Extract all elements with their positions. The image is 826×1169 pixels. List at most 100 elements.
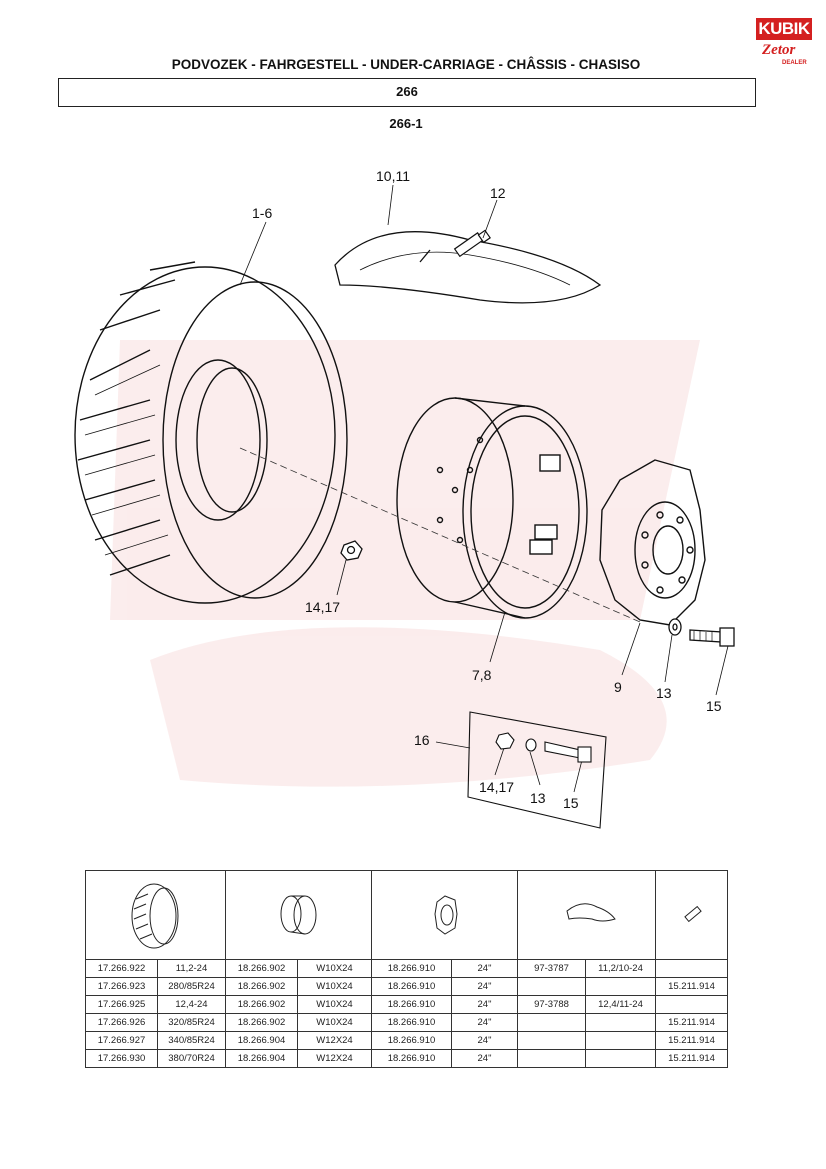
tube-part <box>334 231 602 304</box>
table-cell <box>655 959 728 978</box>
table-cell: 18.266.910 <box>371 959 452 978</box>
table-cell: W10X24 <box>297 977 372 996</box>
table-cell: 17.266.923 <box>85 977 158 996</box>
valve-thumbnail <box>655 870 728 960</box>
callout-disc: 9 <box>614 679 622 695</box>
table-cell: 17.266.925 <box>85 995 158 1014</box>
table-cell <box>517 1031 586 1050</box>
table-cell: W10X24 <box>297 1013 372 1032</box>
table-cell: 380/70R24 <box>157 1049 226 1068</box>
table-cell <box>585 1049 656 1068</box>
valve-icon <box>683 905 702 922</box>
table-cell: 18.266.904 <box>225 1049 298 1068</box>
callout-valve: 12 <box>490 185 506 201</box>
table-cell: 18.266.904 <box>225 1031 298 1050</box>
callout-kit-bolt: 15 <box>563 795 579 811</box>
tube-thumbnail <box>517 870 656 960</box>
table-cell: 18.266.902 <box>225 959 298 978</box>
washer-part <box>668 618 682 636</box>
table-cell: 24" <box>451 959 518 978</box>
thumbnail-row <box>85 870 728 960</box>
table-cell: 18.266.902 <box>225 995 298 1014</box>
table-cell: 18.266.902 <box>225 1013 298 1032</box>
kubik-zetor-logo: KUBIK Zetor DEALER <box>756 14 812 70</box>
table-cell: W10X24 <box>297 959 372 978</box>
table-cell <box>517 1049 586 1068</box>
nut-part <box>340 540 363 561</box>
table-cell <box>585 1031 656 1050</box>
table-cell: 18.266.910 <box>371 995 452 1014</box>
table-cell: 24" <box>451 977 518 996</box>
logo-brand: KUBIK <box>756 18 812 40</box>
tyre-icon <box>131 883 178 948</box>
leader-lines <box>239 184 729 793</box>
disc-icon <box>433 894 458 935</box>
tyre-part <box>74 261 348 604</box>
disc-thumbnail <box>371 870 518 960</box>
rim-thumbnail <box>225 870 372 960</box>
group-box <box>58 78 756 107</box>
table-cell: W12X24 <box>297 1049 372 1068</box>
table-cell: 17.266.922 <box>85 959 158 978</box>
valve-part <box>453 229 491 258</box>
table-cell: 15.211.914 <box>655 1013 728 1032</box>
group-number: 266 <box>396 84 418 99</box>
callout-kit-washer: 13 <box>530 790 546 806</box>
table-cell: 17.266.927 <box>85 1031 158 1050</box>
logo-tag: DEALER <box>782 60 807 66</box>
exploded-wheel-diagram: 1-6 10,11 12 14,17 7,8 9 13 15 16 14,17 … <box>74 168 735 829</box>
table-cell: 11,2-24 <box>157 959 226 978</box>
callout-kit-nut: 14,17 <box>479 779 514 795</box>
table-cell: 97-3788 <box>517 995 586 1014</box>
table-cell: 18.266.902 <box>225 977 298 996</box>
table-cell: 97-3787 <box>517 959 586 978</box>
table-cell: 18.266.910 <box>371 1013 452 1032</box>
disc-part <box>599 459 706 626</box>
rim-icon <box>280 895 316 934</box>
kit-box <box>467 711 607 829</box>
table-cell: W12X24 <box>297 1031 372 1050</box>
table-cell: 18.266.910 <box>371 1031 452 1050</box>
page-title: PODVOZEK - FAHRGESTELL - UNDER-CARRIAGE … <box>171 57 641 72</box>
callout-kit: 16 <box>414 732 430 748</box>
watermark-graphic <box>110 340 700 787</box>
table-cell <box>585 977 656 996</box>
tube-icon <box>565 902 616 921</box>
table-cell: 15.211.914 <box>655 1049 728 1068</box>
tyre-thumbnail <box>85 870 226 960</box>
callout-tube: 10,11 <box>376 168 410 184</box>
table-cell: 15.211.914 <box>655 977 728 996</box>
table-cell: 12,4-24 <box>157 995 226 1014</box>
table-cell: 24" <box>451 1031 518 1050</box>
table-cell: 17.266.926 <box>85 1013 158 1032</box>
table-cell: 24" <box>451 1013 518 1032</box>
bolt-part <box>689 627 735 647</box>
table-cell: 340/85R24 <box>157 1031 226 1050</box>
table-cell <box>655 995 728 1014</box>
table-cell <box>517 1013 586 1032</box>
table-cell: 17.266.930 <box>85 1049 158 1068</box>
table-cell <box>585 1013 656 1032</box>
logo-make: Zetor <box>762 42 796 58</box>
figure-number: 266-1 <box>389 116 423 131</box>
table-cell: 24" <box>451 1049 518 1068</box>
table-cell: 18.266.910 <box>371 977 452 996</box>
callout-rim: 7,8 <box>472 667 492 683</box>
callout-nut: 14,17 <box>305 599 340 615</box>
rim-part <box>396 397 588 619</box>
callout-bolt: 15 <box>706 698 722 714</box>
table-cell: 280/85R24 <box>157 977 226 996</box>
callout-tyre: 1-6 <box>252 205 272 221</box>
table-cell: 12,4/11-24 <box>585 995 656 1014</box>
table-cell: 320/85R24 <box>157 1013 226 1032</box>
assembly-axis-line <box>239 447 641 623</box>
table-cell: 24" <box>451 995 518 1014</box>
